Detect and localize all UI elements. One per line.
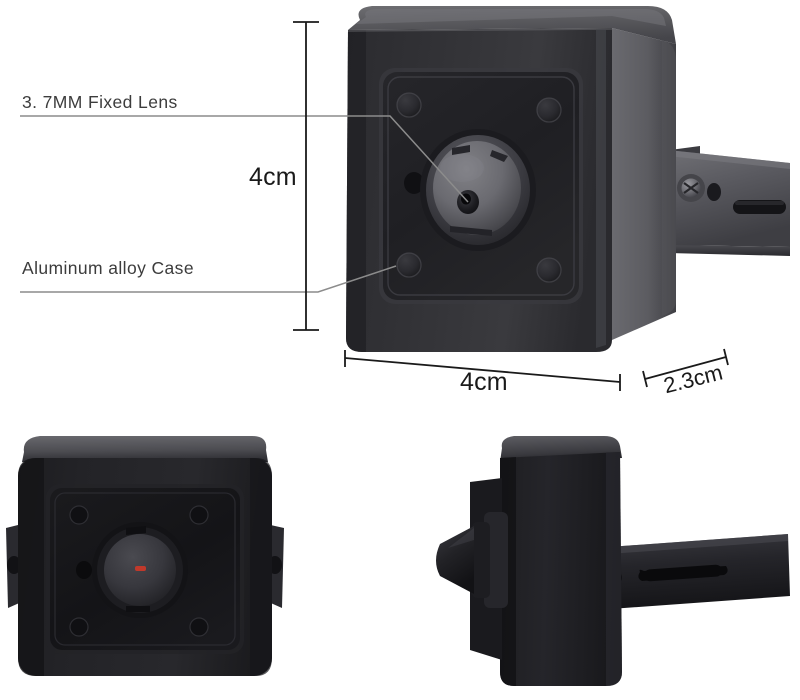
dim-tick-depth-left bbox=[642, 370, 648, 388]
dim-line-width bbox=[344, 357, 621, 383]
lens-notch-bottom bbox=[450, 226, 492, 236]
body-left-edge-shade bbox=[346, 30, 366, 352]
front-view-left-shade bbox=[18, 458, 44, 676]
side-view-bracket-slot-shape bbox=[644, 564, 722, 582]
callout-leaders bbox=[20, 115, 469, 293]
side-view-body bbox=[500, 452, 622, 686]
body-top-highlight bbox=[356, 9, 666, 26]
screw-hole-bottom-right-rim bbox=[536, 257, 562, 283]
front-view-lens-notch-bottom bbox=[126, 606, 150, 612]
dimension-label-width: 4cm bbox=[460, 368, 508, 396]
side-view-camera bbox=[436, 436, 790, 686]
screw-hole-top-left bbox=[397, 93, 421, 117]
front-view-right-shade bbox=[250, 458, 272, 676]
front-view-hole-br bbox=[190, 618, 208, 636]
front-view-left-bracket-hole bbox=[7, 556, 21, 574]
lens-barrel bbox=[433, 141, 521, 235]
screw-hole-top-right bbox=[537, 98, 561, 122]
lens-sheen bbox=[440, 154, 484, 182]
front-view-hole-bl-rim bbox=[69, 617, 89, 637]
front-view-hole-tr-rim bbox=[189, 505, 209, 525]
side-view-lens-cone bbox=[436, 526, 474, 594]
front-view-plate-groove bbox=[54, 492, 236, 646]
microphone-port bbox=[404, 172, 424, 194]
bracket-highlight bbox=[668, 150, 790, 169]
front-view-indicator-dot bbox=[135, 566, 146, 571]
front-view-hole-tl-rim bbox=[69, 505, 89, 525]
screw-hole-top-left-rim bbox=[396, 92, 422, 118]
front-view-lens-notch-top bbox=[126, 526, 146, 535]
bracket-round-hole bbox=[707, 183, 721, 201]
front-plate-screw-holes bbox=[396, 92, 562, 283]
front-plate-inner-groove bbox=[387, 76, 575, 296]
side-view-lens-cone-highlight bbox=[448, 528, 474, 548]
bracket-slot-highlight bbox=[735, 201, 784, 205]
main-camera-view bbox=[346, 6, 790, 352]
lens-notch-top bbox=[452, 145, 470, 155]
screw-hole-top-right-rim bbox=[536, 97, 562, 123]
body-side-corner bbox=[662, 40, 676, 316]
dimension-label-height: 4cm bbox=[249, 163, 297, 191]
lens-notch-top-right bbox=[490, 150, 508, 162]
bracket-plate-edge bbox=[668, 245, 790, 256]
body-front-right-sheen bbox=[596, 29, 606, 348]
body-side-face bbox=[612, 28, 676, 340]
front-view-hole-tl bbox=[70, 506, 88, 524]
side-view-lens-barrel-mid bbox=[472, 522, 490, 598]
front-view-hole-br-rim bbox=[189, 617, 209, 637]
callout-label-lens: 3. 7MM Fixed Lens bbox=[22, 92, 178, 112]
callout-label-case: Aluminum alloy Case bbox=[22, 258, 194, 278]
side-view-right-sheen bbox=[606, 452, 622, 686]
screw-hole-bottom-left bbox=[397, 253, 421, 277]
leader-line-case bbox=[20, 265, 397, 293]
lens-assembly bbox=[420, 129, 536, 251]
front-view-top-face bbox=[22, 436, 268, 462]
front-view-camera bbox=[6, 436, 284, 676]
bracket-plate bbox=[668, 150, 790, 247]
screw-hole-bottom-left-rim bbox=[396, 252, 422, 278]
screw-cross-slot bbox=[683, 182, 699, 194]
dim-line-depth bbox=[644, 356, 727, 380]
front-view-hole-tr bbox=[190, 506, 208, 524]
screw-hole-bottom-right bbox=[537, 258, 561, 282]
body-top-seam bbox=[347, 28, 613, 32]
dim-tick-depth-right bbox=[723, 348, 729, 366]
front-view-hole-bl bbox=[70, 618, 88, 636]
leader-line-lens bbox=[20, 115, 469, 203]
dimension-lines bbox=[293, 21, 729, 391]
front-view-microphone-port bbox=[76, 561, 92, 579]
